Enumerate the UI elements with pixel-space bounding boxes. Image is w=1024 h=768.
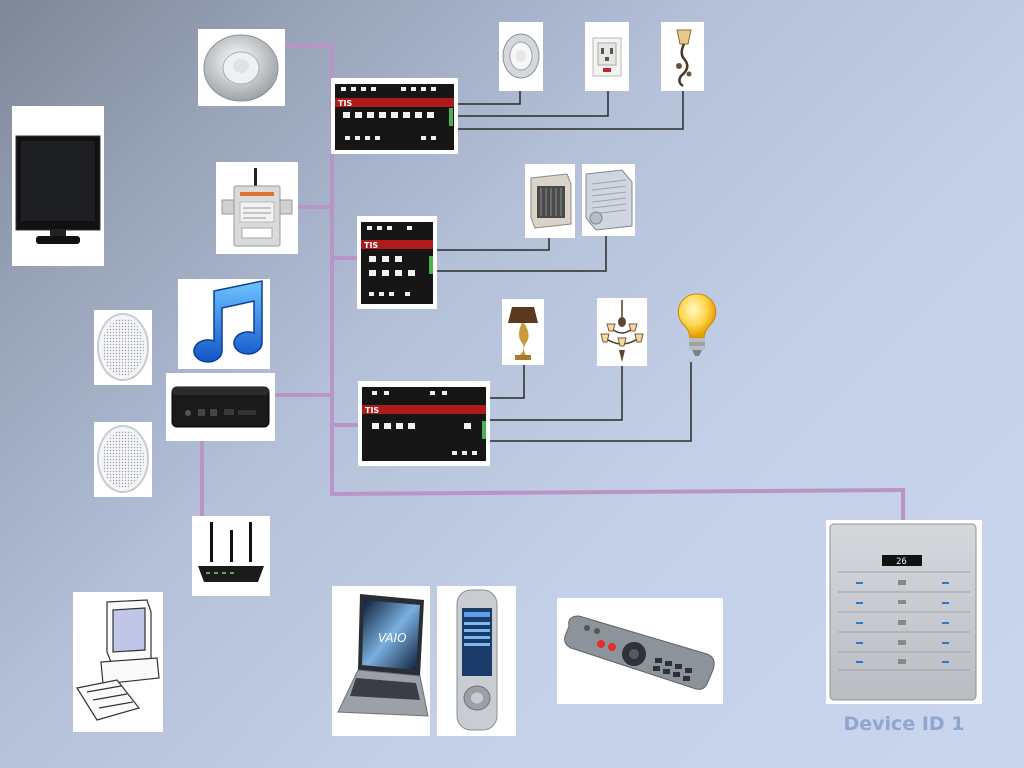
panel-device-id-label: Device ID 1 — [843, 713, 965, 735]
remote-control-icon — [564, 615, 715, 690]
load-wire-downlight — [457, 91, 521, 105]
wall-sconce[interactable] — [661, 22, 704, 91]
panel-display: 26 — [896, 557, 907, 567]
load-wire-fancoil — [437, 236, 607, 272]
load-wire-lamp — [489, 365, 525, 399]
wall-panel[interactable]: 26 — [826, 520, 982, 704]
ir-remote[interactable] — [557, 598, 723, 704]
load-wires — [437, 91, 692, 442]
media-player[interactable] — [166, 373, 275, 441]
smartphone-icon — [456, 589, 498, 731]
downlight-icon — [502, 33, 540, 79]
laptop-icon: VAIO — [337, 594, 429, 717]
chandelier-icon — [600, 300, 644, 362]
relay-module-icon: TIS — [362, 387, 486, 461]
desktop-computer[interactable] — [73, 592, 163, 732]
chandelier[interactable] — [597, 298, 647, 366]
motion-sensor[interactable] — [198, 29, 285, 106]
relay-brand-label: TIS — [365, 406, 379, 415]
relay-module-icon: TIS — [361, 222, 433, 304]
load-wire-chandelier — [489, 366, 623, 421]
lcd-tv[interactable] — [12, 106, 104, 266]
ceiling-speaker-bottom[interactable] — [94, 422, 152, 497]
ceiling-speaker-top[interactable] — [94, 310, 152, 385]
ac-unit[interactable] — [525, 164, 575, 238]
wall-socket[interactable] — [585, 22, 629, 91]
music-note-icon — [178, 279, 270, 369]
tv-monitor-icon — [15, 135, 101, 244]
load-wire-bulb — [489, 362, 692, 442]
bus-wires — [200, 44, 905, 520]
load-wire-sconce — [457, 91, 684, 130]
relay-module-icon: TIS — [335, 84, 454, 150]
relay-module-2[interactable]: TIS — [357, 216, 437, 309]
music-note[interactable] — [178, 279, 270, 369]
relay-module-1[interactable]: TIS — [331, 78, 458, 154]
ceiling-speaker-icon — [97, 425, 149, 493]
dimmer-module-3[interactable]: TIS — [358, 381, 490, 466]
gsm-port[interactable] — [216, 162, 298, 254]
relay-brand-label: TIS — [364, 241, 378, 250]
downlight[interactable] — [499, 22, 543, 91]
power-socket-icon — [592, 37, 622, 77]
table-lamp[interactable] — [502, 299, 544, 365]
bus-trunk — [285, 44, 905, 520]
media-box-icon — [171, 386, 270, 428]
table-lamp-icon — [508, 307, 538, 360]
light-bulb-icon — [677, 293, 717, 356]
air-conditioner-icon — [530, 173, 572, 229]
fan-coil-icon — [585, 169, 633, 231]
router-icon — [198, 522, 264, 582]
wall-lamp-icon — [676, 29, 692, 88]
desktop-pc-icon — [76, 599, 160, 721]
load-wire-ac — [437, 238, 550, 251]
fan-coil[interactable] — [582, 164, 635, 236]
load-wire-socket — [457, 91, 609, 117]
wifi-router[interactable] — [192, 516, 270, 596]
relay-brand-label: TIS — [338, 99, 352, 108]
wall-panel-icon: 26 — [829, 523, 977, 701]
svg-text:VAIO: VAIO — [378, 631, 407, 645]
ceiling-sensor-icon — [203, 34, 279, 102]
gsm-modem-icon — [221, 168, 293, 247]
smartphone[interactable] — [437, 586, 516, 736]
light-bulb[interactable] — [676, 292, 718, 362]
ceiling-speaker-icon — [97, 313, 149, 381]
laptop[interactable]: VAIO — [332, 586, 430, 736]
